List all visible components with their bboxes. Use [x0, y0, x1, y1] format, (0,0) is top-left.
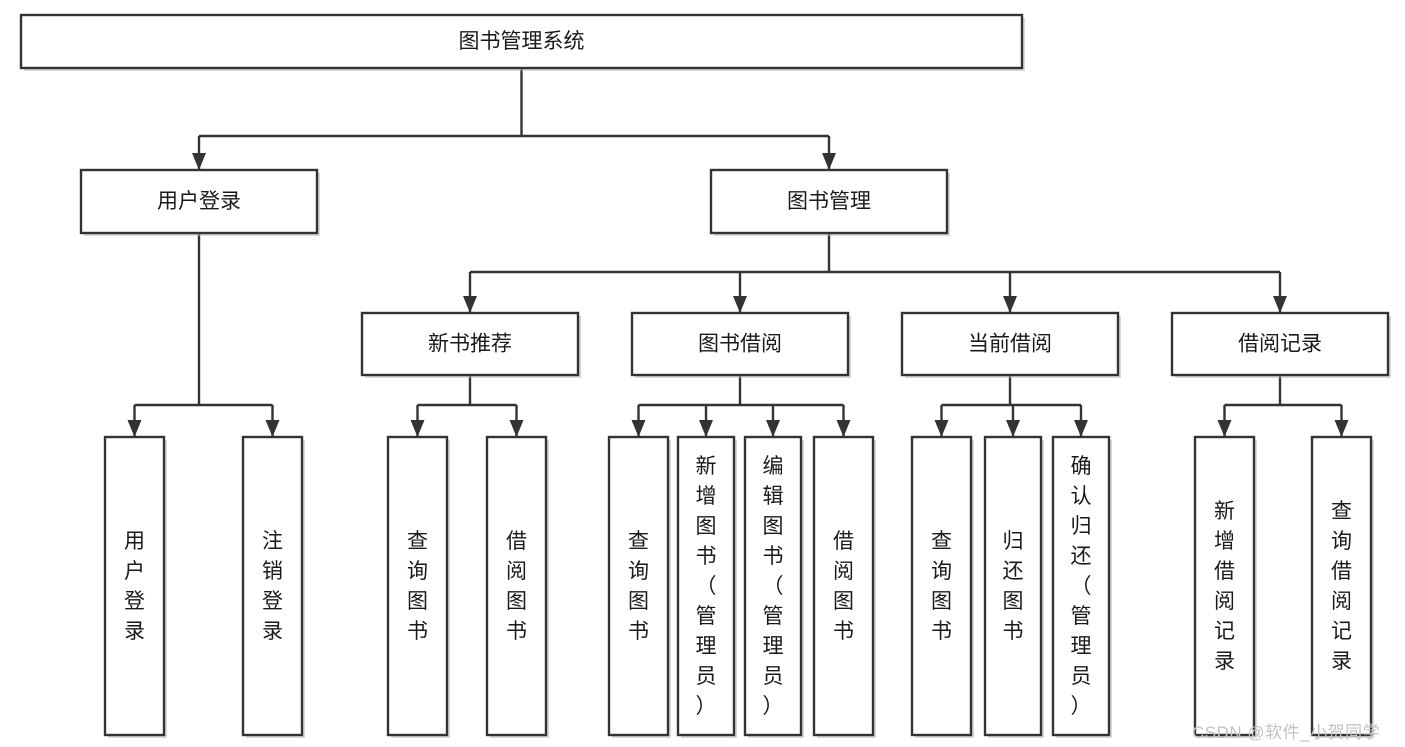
node-label-leaf-borrow-book-recommend: 借阅图书: [506, 530, 527, 643]
connector-group-new-book-recommend: [410, 375, 524, 437]
connector-group-book-management: [463, 233, 1287, 313]
node-box-leaf-borrow-book-recommend[interactable]: [485, 435, 548, 737]
node-box-leaf-add-borrow-record[interactable]: [1193, 435, 1256, 737]
node-box-leaf-user-login[interactable]: [103, 435, 166, 737]
node-leaf-query-borrow-record[interactable]: 查询借阅记录: [1310, 435, 1374, 738]
node-box-borrow-record[interactable]: [1170, 311, 1390, 377]
node-box-leaf-add-book-admin[interactable]: [676, 435, 736, 737]
arrow-icon-leaf-edit-book-admin: [766, 420, 780, 437]
arrow-icon-leaf-return-book: [1006, 420, 1020, 437]
arrow-icon-leaf-borrow-book-recommend: [509, 420, 524, 437]
node-leaf-query-book-recommend[interactable]: 查询图书: [386, 435, 450, 738]
arrow-icon-leaf-add-borrow-record: [1217, 420, 1232, 437]
arrow-icon-leaf-borrow-book: [836, 420, 851, 437]
node-boxes: 图书管理系统用户登录图书管理新书推荐图书借阅当前借阅借阅记录用户登录注销登录查询…: [19, 13, 1391, 738]
node-leaf-logout-login[interactable]: 注销登录: [241, 435, 305, 738]
node-box-new-book-recommend[interactable]: [360, 311, 580, 377]
node-leaf-add-borrow-record[interactable]: 新增借阅记录: [1193, 435, 1257, 738]
node-leaf-edit-book-admin[interactable]: 编辑图书（管理员）: [743, 435, 804, 738]
arrow-icon-book-management: [822, 153, 836, 170]
node-box-leaf-confirm-return-admin[interactable]: [1051, 435, 1111, 737]
node-leaf-borrow-book-recommend[interactable]: 借阅图书: [485, 435, 549, 738]
node-label-leaf-query-book-recommend: 查询图书: [407, 530, 428, 643]
node-box-leaf-logout-login[interactable]: [241, 435, 304, 737]
connector-group-current-borrow: [934, 375, 1088, 437]
node-leaf-confirm-return-admin[interactable]: 确认归还（管理员）: [1051, 435, 1112, 738]
node-label-leaf-edit-book-admin: 编辑图书（管理员）: [763, 455, 784, 718]
node-box-leaf-query-book-recommend[interactable]: [386, 435, 449, 737]
connector-group-user-login: [127, 233, 280, 437]
arrow-icon-user-login: [192, 153, 206, 170]
connector-group-root: [192, 68, 836, 170]
node-box-leaf-borrow-book[interactable]: [812, 435, 875, 737]
node-label-leaf-return-book: 归还图书: [1003, 530, 1024, 643]
arrow-icon-current-borrow: [1003, 296, 1017, 313]
arrow-icon-leaf-query-book-borrow: [631, 420, 646, 437]
node-box-leaf-query-book-borrow[interactable]: [607, 435, 670, 737]
node-label-leaf-query-book-borrow: 查询图书: [628, 530, 649, 643]
arrow-icon-leaf-query-borrow-record: [1334, 420, 1349, 437]
connector-group-borrow-record: [1217, 375, 1349, 437]
connector-lines: [127, 68, 1349, 437]
node-user-login[interactable]: 用户登录: [79, 168, 320, 236]
node-label-new-book-recommend: 新书推荐: [428, 333, 512, 356]
arrow-icon-new-book-recommend: [463, 296, 477, 313]
arrow-icon-leaf-user-login: [127, 420, 142, 437]
node-leaf-query-book-current[interactable]: 查询图书: [910, 435, 974, 738]
node-label-leaf-add-borrow-record: 新增借阅记录: [1214, 500, 1235, 673]
node-box-root[interactable]: [19, 13, 1024, 70]
node-leaf-user-login[interactable]: 用户登录: [103, 435, 167, 738]
node-leaf-return-book[interactable]: 归还图书: [983, 435, 1044, 738]
node-box-leaf-query-book-current[interactable]: [910, 435, 973, 737]
node-label-current-borrow: 当前借阅: [968, 333, 1052, 356]
node-new-book-recommend[interactable]: 新书推荐: [360, 311, 581, 378]
node-box-book-management[interactable]: [709, 168, 949, 235]
node-box-leaf-edit-book-admin[interactable]: [743, 435, 803, 737]
arrow-icon-leaf-query-book-recommend: [410, 420, 425, 437]
node-borrow-record[interactable]: 借阅记录: [1170, 311, 1391, 378]
arrow-icon-leaf-confirm-return-admin: [1074, 420, 1088, 437]
node-book-management[interactable]: 图书管理: [709, 168, 950, 236]
arrow-icon-leaf-logout-login: [265, 420, 280, 437]
node-label-leaf-add-book-admin: 新增图书（管理员）: [696, 455, 717, 718]
node-leaf-borrow-book[interactable]: 借阅图书: [812, 435, 876, 738]
node-label-leaf-confirm-return-admin: 确认归还（管理员）: [1071, 455, 1092, 718]
node-label-book-management: 图书管理: [787, 190, 871, 213]
node-label-root: 图书管理系统: [459, 30, 585, 53]
node-root[interactable]: 图书管理系统: [19, 13, 1025, 71]
node-leaf-add-book-admin[interactable]: 新增图书（管理员）: [676, 435, 737, 738]
arrow-icon-borrow-record: [1273, 296, 1287, 313]
node-label-leaf-query-borrow-record: 查询借阅记录: [1331, 500, 1352, 673]
node-label-borrow-record: 借阅记录: [1238, 333, 1322, 356]
node-box-book-borrow[interactable]: [630, 311, 850, 377]
arrow-icon-leaf-add-book-admin: [699, 420, 713, 437]
node-label-leaf-query-book-current: 查询图书: [931, 530, 952, 643]
node-box-current-borrow[interactable]: [900, 311, 1120, 377]
node-box-leaf-query-borrow-record[interactable]: [1310, 435, 1373, 737]
node-book-borrow[interactable]: 图书借阅: [630, 311, 851, 378]
node-box-leaf-return-book[interactable]: [983, 435, 1043, 737]
node-box-user-login[interactable]: [79, 168, 319, 235]
arrow-icon-leaf-query-book-current: [934, 420, 949, 437]
node-current-borrow[interactable]: 当前借阅: [900, 311, 1121, 378]
node-label-leaf-logout-login: 注销登录: [262, 530, 283, 643]
node-label-leaf-borrow-book: 借阅图书: [833, 530, 854, 643]
arrow-icon-book-borrow: [733, 296, 747, 313]
node-label-user-login: 用户登录: [157, 190, 241, 213]
node-label-leaf-user-login: 用户登录: [124, 530, 145, 643]
node-leaf-query-book-borrow[interactable]: 查询图书: [607, 435, 671, 738]
connector-group-book-borrow: [631, 375, 851, 437]
node-label-book-borrow: 图书借阅: [698, 333, 782, 356]
